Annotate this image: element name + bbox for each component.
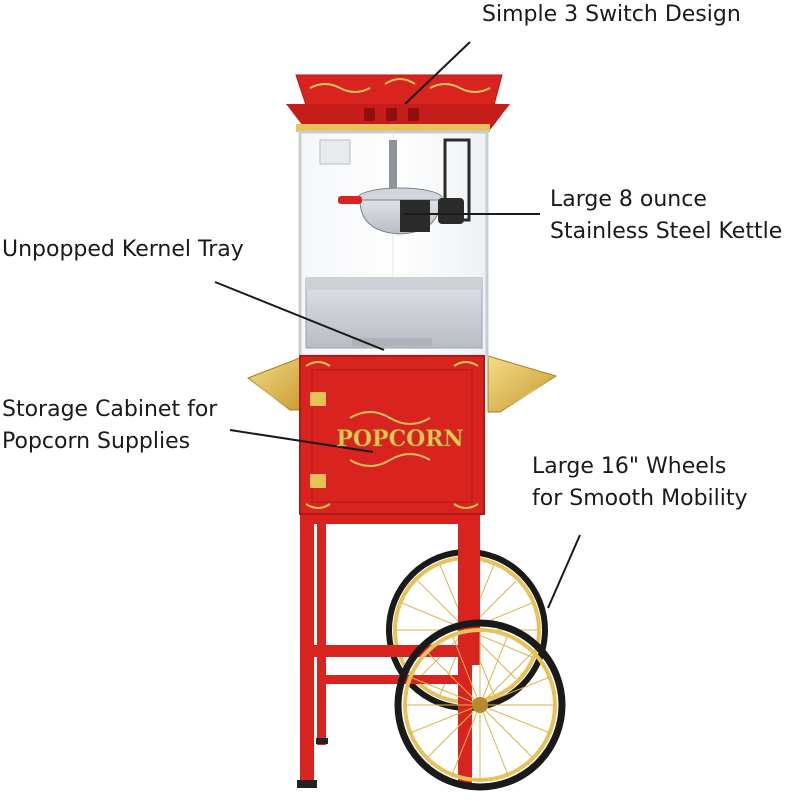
kettle [338, 140, 464, 235]
callout-switch-design: Simple 3 Switch Design [482, 0, 741, 31]
callout-line: Simple 3 Switch Design [482, 2, 741, 27]
callout-line: for Smooth Mobility [532, 486, 748, 511]
tray-leader-line [214, 281, 385, 351]
callout-kettle: Large 8 ounce Stainless Steel Kettle [550, 184, 782, 248]
storage-cabinet [299, 355, 485, 515]
switch-leader-line [404, 41, 471, 105]
machine-top [286, 74, 510, 132]
callout-storage-cabinet: Storage Cabinet for Popcorn Supplies [2, 394, 217, 458]
kernel-tray [305, 277, 483, 349]
callout-line: Large 8 ounce [550, 187, 707, 212]
callout-leader-lines [214, 41, 581, 609]
callout-kernel-tray: Unpopped Kernel Tray [2, 234, 244, 266]
callout-line: Popcorn Supplies [2, 429, 191, 454]
cabinet-brand-text: POPCORN [336, 426, 463, 452]
callout-line: Unpopped Kernel Tray [2, 237, 244, 262]
callout-line: Stainless Steel Kettle [550, 219, 783, 244]
callout-wheels: Large 16" Wheels for Smooth Mobility [532, 451, 748, 515]
side-shelves [246, 355, 558, 413]
wheels-leader-line [547, 534, 581, 609]
cabinet-leader-line [229, 429, 374, 453]
front-wheel [394, 619, 566, 791]
switch-icon [364, 108, 419, 121]
cart-frame [297, 505, 480, 788]
callout-line: Storage Cabinet for [2, 397, 218, 422]
callout-line: Large 16" Wheels [532, 454, 727, 479]
